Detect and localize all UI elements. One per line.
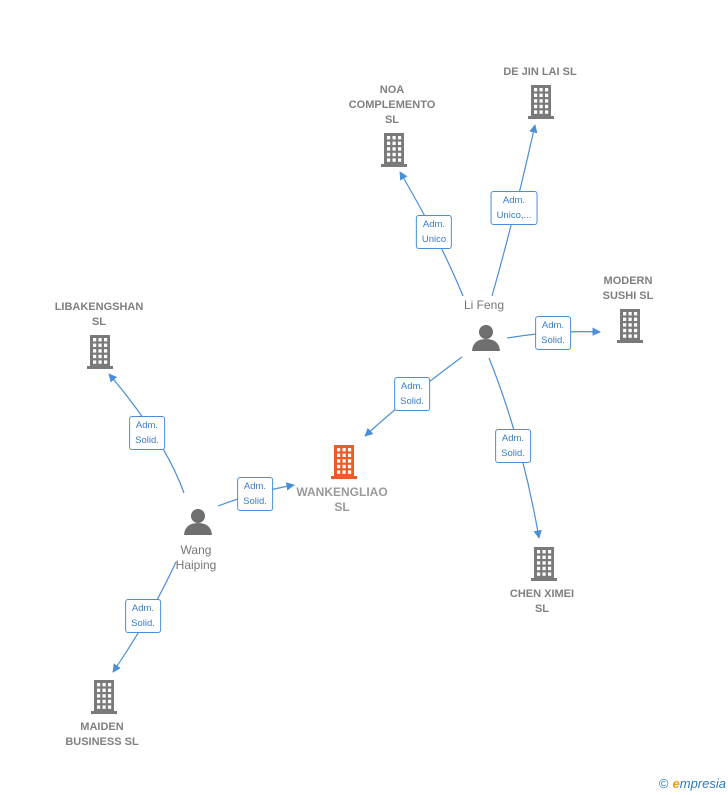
building-icon-modern_sushi[interactable] [617, 309, 643, 343]
node-label-maiden[interactable]: MAIDEN BUSINESS SL [65, 721, 139, 748]
node-label-libakengshan[interactable]: LIBAKENGSHAN SL [54, 301, 144, 328]
edge-label-wang_haiping-to-wankengliao[interactable]: Adm. Solid. [237, 477, 273, 511]
building-icon-noa[interactable] [381, 133, 407, 167]
building-icon-de_jin_lai[interactable] [528, 85, 554, 119]
icons-layer [87, 85, 643, 714]
edge-label-wang_haiping-to-libakengshan[interactable]: Adm. Solid. [129, 416, 165, 450]
edge-label-li_feng-to-de_jin_lai[interactable]: Adm. Unico,... [490, 191, 538, 225]
node-label-chen_ximei[interactable]: CHEN XIMEI SL [509, 588, 575, 615]
node-label-modern_sushi[interactable]: MODERN SUSHI SL [602, 275, 654, 302]
edge-label-li_feng-to-wankengliao[interactable]: Adm. Solid. [394, 377, 430, 411]
edge-label-li_feng-to-chen_ximei[interactable]: Adm. Solid. [495, 429, 531, 463]
edge-label-li_feng-to-modern_sushi[interactable]: Adm. Solid. [535, 316, 571, 350]
node-label-wang_haiping[interactable]: Wang Haiping [175, 543, 217, 572]
node-label-de_jin_lai[interactable]: DE JIN LAI SL [503, 66, 577, 78]
brand-name: mpresia [679, 776, 726, 791]
edge-label-li_feng-to-noa[interactable]: Adm. Unico [415, 215, 453, 249]
node-label-li_feng[interactable]: Li Feng [463, 298, 505, 312]
building-icon-libakengshan[interactable] [87, 335, 113, 369]
building-icon-chen_ximei[interactable] [531, 547, 557, 581]
building-icon-maiden[interactable] [91, 680, 117, 714]
footer-brand: ©empresia [659, 776, 726, 791]
brand-logo-e: e [672, 776, 680, 791]
edge-label-wang_haiping-to-maiden[interactable]: Adm. Solid. [125, 599, 161, 633]
person-icon-li_feng[interactable] [472, 325, 500, 351]
building-icon-wankengliao[interactable] [331, 445, 357, 479]
node-label-wankengliao[interactable]: WANKENGLIAO SL [296, 485, 388, 514]
copyright-icon: © [658, 776, 669, 791]
node-label-noa[interactable]: NOA COMPLEMENTO SL [348, 84, 436, 126]
person-icon-wang_haiping[interactable] [184, 509, 212, 535]
